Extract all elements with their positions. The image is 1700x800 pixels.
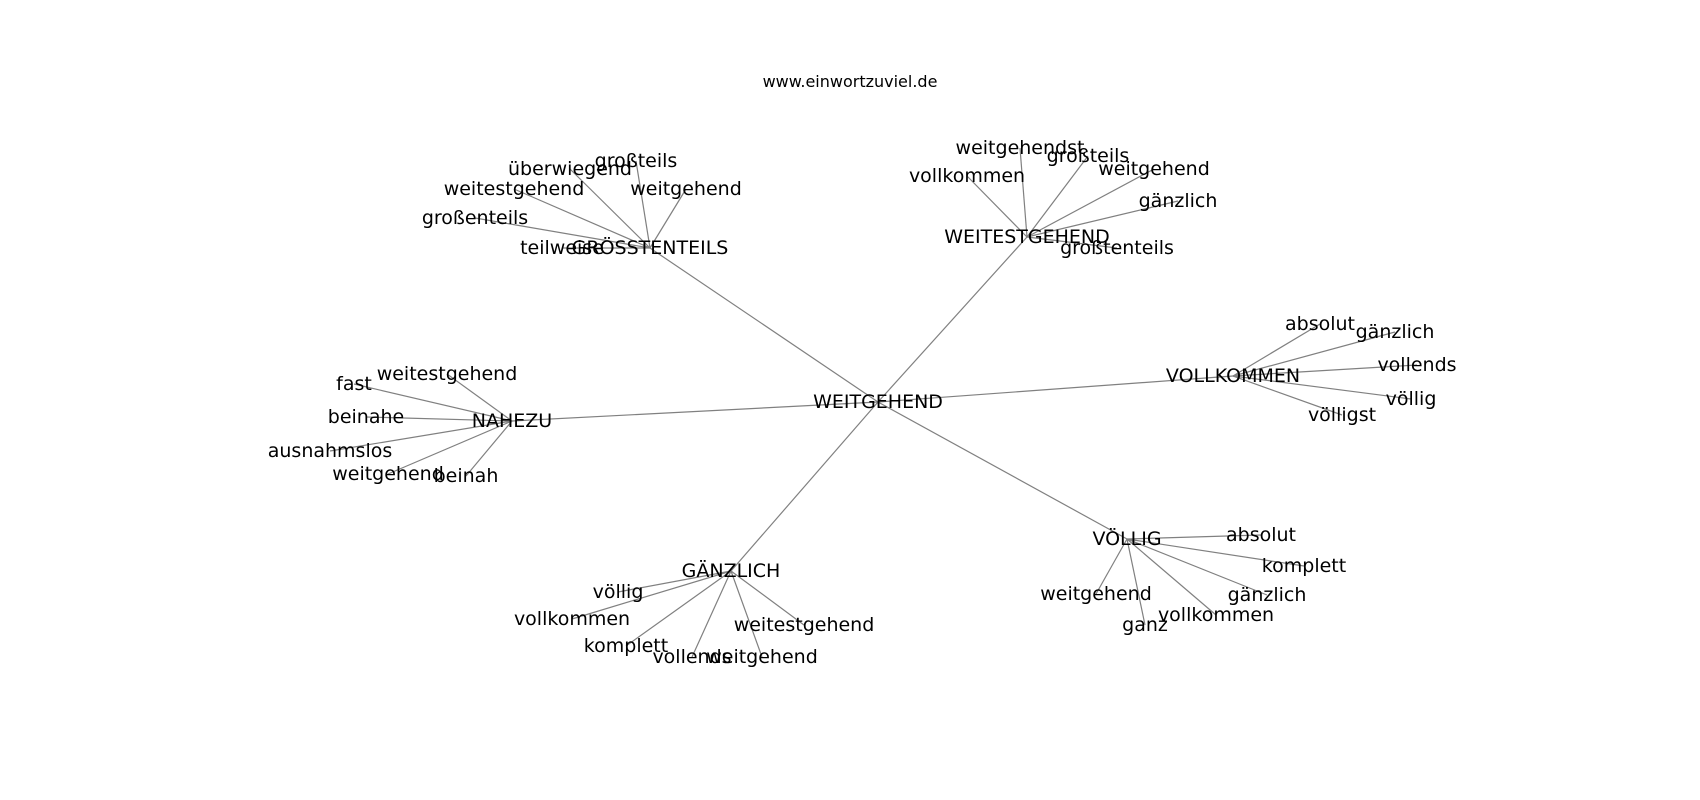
edge-nahezu-fast — [353, 383, 513, 422]
node-leaf-nahezu-beinahe: beinahe — [328, 406, 404, 428]
edge-center-voellig — [877, 401, 1128, 540]
node-leaf-groesstenteils-teilweise: teilweise — [520, 237, 604, 259]
node-leaf-gaenzlich-voellig: völlig — [593, 581, 644, 603]
node-leaf-vollkommen-gaenzlich: gänzlich — [1356, 321, 1435, 343]
node-leaf-vollkommen-absolut: absolut — [1285, 313, 1355, 335]
node-leaf-groesstenteils-weitestgehend: weitestgehend — [444, 178, 585, 200]
edge-weitestgehend-grosstenteils — [1026, 236, 1118, 249]
node-leaf-groesstenteils-weitgehend: weitgehend — [630, 178, 742, 200]
edge-vollkommen-voelligst — [1232, 375, 1343, 416]
node-leaf-voellig-vollkommen: vollkommen — [1158, 604, 1274, 626]
edge-center-nahezu — [511, 401, 879, 422]
node-leaf-gaenzlich-weitgehend: weitgehend — [706, 646, 818, 668]
node-hub-nahezu: NAHEZU — [472, 410, 552, 432]
node-leaf-voellig-weitgehend: weitgehend — [1040, 583, 1152, 605]
edge-groesstenteils-grossteils — [635, 160, 651, 249]
node-leaf-gaenzlich-weitestgehend: weitestgehend — [734, 614, 875, 636]
node-leaf-voellig-absolut: absolut — [1226, 524, 1296, 546]
node-leaf-vollkommen-voellig: völlig — [1386, 388, 1437, 410]
node-leaf-vollkommen-vollends: vollends — [1377, 354, 1456, 376]
edge-voellig-weitgehend — [1095, 538, 1128, 595]
edge-center-groesstenteils — [649, 247, 879, 403]
edge-gaenzlich-weitestgehend — [730, 570, 805, 626]
node-hub-vollkommen: VOLLKOMMEN — [1166, 365, 1300, 387]
edge-gaenzlich-vollkommen — [571, 570, 732, 620]
node-leaf-weitestgehend-grossteils: großteils — [1047, 145, 1130, 167]
edge-weitestgehend-weitgehend — [1026, 168, 1155, 238]
graph-edges — [329, 147, 1418, 658]
edge-center-vollkommen — [877, 375, 1234, 403]
node-leaf-nahezu-weitgehend: weitgehend — [332, 463, 444, 485]
node-leaf-weitestgehend-weitgehendst: weitgehendst — [956, 137, 1085, 159]
node-hub-voellig: VÖLLIG — [1092, 527, 1161, 550]
edge-vollkommen-gaenzlich — [1232, 331, 1396, 377]
node-leaf-voellig-komplett: komplett — [1262, 555, 1346, 577]
edge-center-gaenzlich — [730, 401, 879, 572]
edge-nahezu-weitestgehend — [446, 373, 513, 422]
edge-weitestgehend-vollkommen — [966, 175, 1028, 238]
node-leaf-nahezu-beinah: beinah — [434, 465, 499, 487]
node-hub-gaenzlich: GÄNZLICH — [682, 559, 781, 582]
edge-weitestgehend-weitgehendst — [1019, 147, 1028, 238]
edge-nahezu-beinah — [465, 420, 513, 477]
edge-groesstenteils-ueberwiegend — [569, 168, 651, 249]
node-leaf-groesstenteils-ueberwiegend: überwiegend — [508, 158, 632, 180]
graph-labels: WEITGEHENDGRÖSSTENTEILSgroßteilsüberwieg… — [268, 137, 1457, 668]
edge-weitestgehend-gaenzlich — [1026, 200, 1179, 238]
node-leaf-voellig-gaenzlich: gänzlich — [1228, 584, 1307, 606]
node-leaf-voellig-ganz: ganz — [1122, 614, 1168, 636]
edge-nahezu-ausnahmslos — [329, 420, 513, 452]
edge-groesstenteils-grossenteils — [474, 217, 651, 249]
edge-groesstenteils-weitestgehend — [513, 188, 651, 249]
edge-gaenzlich-vollends — [691, 570, 732, 658]
node-leaf-gaenzlich-vollkommen: vollkommen — [514, 608, 630, 630]
node-leaf-gaenzlich-komplett: komplett — [584, 635, 668, 657]
edge-voellig-ganz — [1126, 538, 1146, 626]
node-leaf-weitestgehend-gaenzlich: gänzlich — [1139, 190, 1218, 212]
edge-nahezu-weitgehend — [387, 420, 513, 475]
node-leaf-weitestgehend-weitgehend: weitgehend — [1098, 158, 1210, 180]
node-leaf-weitestgehend-vollkommen: vollkommen — [909, 165, 1025, 187]
edge-nahezu-beinahe — [365, 416, 513, 422]
edge-voellig-vollkommen — [1126, 538, 1217, 616]
node-leaf-nahezu-weitestgehend: weitestgehend — [377, 363, 518, 385]
node-hub-weitestgehend: WEITESTGEHEND — [944, 226, 1110, 248]
edge-voellig-komplett — [1126, 538, 1305, 567]
node-leaf-nahezu-fast: fast — [336, 373, 372, 395]
edge-voellig-gaenzlich — [1126, 538, 1268, 596]
node-leaf-weitestgehend-grosstenteils: großtenteils — [1060, 237, 1174, 259]
edge-gaenzlich-komplett — [625, 570, 732, 647]
node-leaf-gaenzlich-vollends: vollends — [652, 646, 731, 668]
node-leaf-groesstenteils-grossenteils: großenteils — [422, 207, 528, 229]
edge-vollkommen-vollends — [1232, 364, 1418, 377]
node-leaf-groesstenteils-grossteils: großteils — [595, 150, 678, 172]
edge-groesstenteils-weitgehend — [649, 188, 687, 249]
edge-center-weitestgehend — [877, 236, 1028, 403]
node-hub-groesstenteils: GRÖSSTENTEILS — [572, 236, 729, 259]
edge-vollkommen-absolut — [1232, 323, 1321, 377]
edge-gaenzlich-weitgehend — [730, 570, 763, 658]
site-url-label: www.einwortzuviel.de — [762, 72, 938, 91]
edge-gaenzlich-voellig — [617, 570, 732, 593]
edge-voellig-absolut — [1126, 534, 1262, 540]
edge-vollkommen-voellig — [1232, 375, 1412, 400]
edge-weitestgehend-grossteils — [1026, 155, 1089, 238]
node-center-weitgehend: WEITGEHEND — [813, 391, 943, 413]
node-leaf-vollkommen-voelligst: völligst — [1308, 404, 1376, 426]
node-leaf-nahezu-ausnahmslos: ausnahmslos — [268, 440, 393, 462]
